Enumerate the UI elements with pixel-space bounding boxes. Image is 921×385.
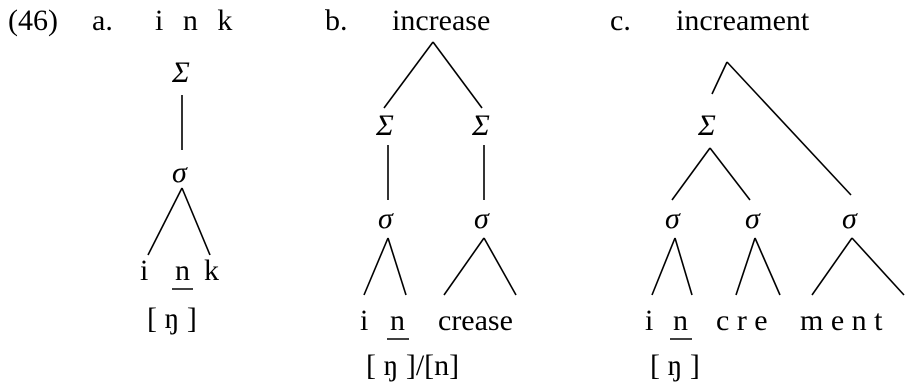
panel-c: c. increament Σ σ σ σ i n c r e m e n t …: [610, 4, 905, 382]
panel-b-letter: b.: [325, 4, 348, 37]
panel-c-segment-cre: c r e: [716, 304, 768, 337]
panel-c-syl2-branch-right: [754, 237, 781, 296]
panel-b-syl1-branch-right: [387, 237, 407, 296]
panel-c-syl1-branch-left: [651, 237, 676, 296]
panel-c-foot-branch-right: [709, 147, 751, 201]
panel-b-word: increase: [392, 4, 490, 37]
panel-c-segment-ment: m e n t: [800, 304, 883, 337]
panel-a-transcription: [ ŋ ]: [147, 302, 197, 335]
panel-b-root-branch-left: [383, 41, 434, 109]
panel-a-segment-n: n: [175, 254, 190, 287]
panel-c-root-branch-right: [726, 61, 852, 196]
panel-a-word: i n k: [155, 4, 238, 37]
example-number: (46): [8, 4, 58, 37]
panel-b-syllable-node-2: σ: [474, 202, 490, 235]
panel-a-segment-k: k: [204, 254, 219, 287]
panel-c-foot-branch-left: [671, 147, 711, 201]
panel-c-transcription: [ ŋ ]: [650, 349, 700, 382]
panel-a-letter: a.: [92, 4, 113, 37]
panel-b-foot-node-2: Σ: [471, 109, 490, 142]
panel-c-foot-node: Σ: [697, 109, 716, 142]
panel-a-syllable-node: σ: [172, 156, 188, 189]
panel-a-segment-i: i: [140, 254, 148, 287]
panel-c-root-branch-left: [711, 61, 728, 95]
panel-b-root-branch-right: [432, 41, 483, 109]
panel-b-segment-crease: crease: [438, 304, 513, 337]
panel-c-syl3-branch-left: [811, 237, 853, 296]
panel-c-syllable-node-1: σ: [665, 202, 681, 235]
panel-b-segment-n: n: [390, 304, 405, 337]
panel-c-syl1-branch-right: [674, 237, 693, 296]
panel-b-syllable-node-1: σ: [378, 202, 394, 235]
panel-c-segment-i: i: [645, 304, 653, 337]
panel-c-syl2-branch-left: [735, 237, 756, 296]
panel-c-word: increament: [676, 4, 810, 37]
panel-a-foot-node: Σ: [171, 56, 190, 89]
panel-c-letter: c.: [610, 4, 631, 37]
panel-a-branch-left: [147, 187, 183, 256]
panel-b-syl2-branch-right: [483, 237, 517, 296]
panel-b: b. increase Σ Σ σ σ i n crease [ ŋ ]/[n]: [325, 4, 517, 382]
panel-a: a. i n k Σ σ i n k [ ŋ ]: [92, 4, 238, 335]
panel-c-syllable-node-2: σ: [745, 202, 761, 235]
panel-c-syl3-branch-right: [851, 237, 905, 296]
panel-b-syl2-branch-left: [443, 237, 485, 296]
panel-b-foot-node-1: Σ: [375, 109, 394, 142]
panel-b-segment-i: i: [360, 304, 368, 337]
panel-c-syllable-node-3: σ: [842, 202, 858, 235]
panel-c-segment-n: n: [673, 304, 688, 337]
panel-b-transcription: [ ŋ ]/[n]: [366, 349, 459, 382]
panel-b-syl1-branch-left: [363, 237, 389, 296]
panel-a-branch-right: [181, 187, 211, 256]
